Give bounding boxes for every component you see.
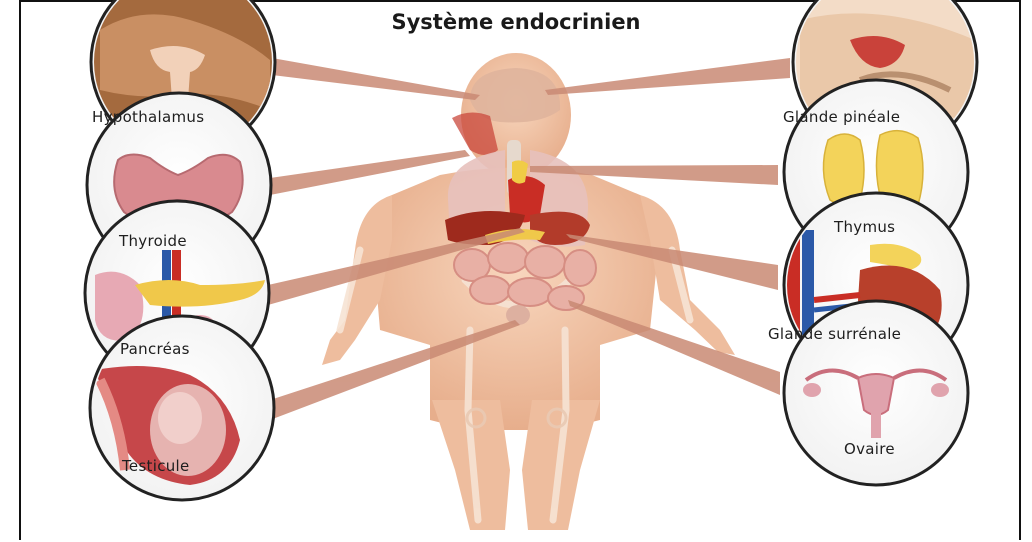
label-pancreas: Pancréas <box>120 340 190 358</box>
page-title: Système endocrinien <box>0 10 1032 34</box>
label-hypothalamus: Hypothalamus <box>92 108 204 126</box>
label-adrenal: Glande surrénale <box>768 325 901 343</box>
label-ovary: Ovaire <box>844 440 895 458</box>
label-pineal: Glande pinéale <box>783 108 900 126</box>
label-thymus: Thymus <box>834 218 895 236</box>
label-testicle: Testicule <box>122 457 190 475</box>
label-thyroid: Thyroide <box>119 232 187 250</box>
